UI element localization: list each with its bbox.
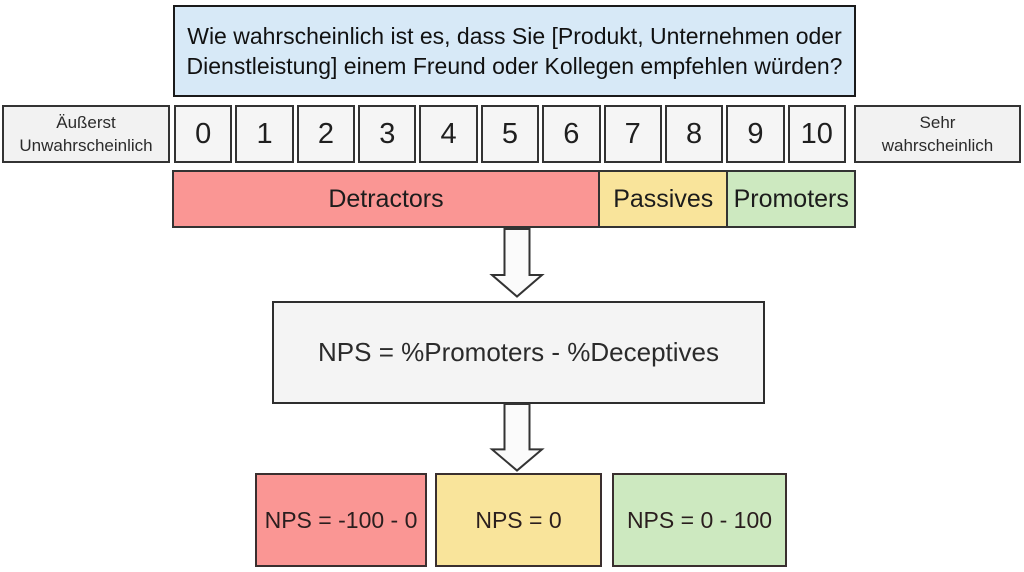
down-arrow-icon [489, 403, 545, 472]
scale-number-3: 3 [358, 105, 417, 163]
scale-number-2: 2 [296, 105, 356, 163]
scale-number-10: 10 [787, 105, 846, 163]
result-box-positive: NPS = 0 - 100 [612, 473, 787, 567]
scale-number-8: 8 [664, 105, 724, 163]
category-band-row: Detractors Passives Promoters [172, 170, 856, 228]
question-box: Wie wahrscheinlich ist es, dass Sie [Pro… [173, 5, 856, 97]
scale-number-4: 4 [419, 105, 478, 163]
nps-formula-box: NPS = %Promoters - %Deceptives [272, 301, 765, 404]
scale-number-7: 7 [603, 105, 662, 163]
scale-right-label-text: Sehr wahrscheinlich [881, 113, 994, 155]
detractors-band: Detractors [172, 170, 600, 228]
scale-number-5: 5 [480, 105, 540, 163]
scale-number-1: 1 [235, 105, 294, 163]
scale-number-6: 6 [542, 105, 601, 163]
scale-number-9: 9 [726, 105, 785, 163]
promoters-band: Promoters [728, 170, 856, 228]
result-box-negative: NPS = -100 - 0 [255, 473, 427, 567]
scale-left-label-text: Äußerst Unwahrscheinlich [19, 113, 153, 155]
result-box-zero: NPS = 0 [435, 473, 602, 567]
scale-right-label: Sehr wahrscheinlich [854, 105, 1021, 163]
scale-number-0: 0 [174, 105, 233, 163]
scale-left-label: Äußerst Unwahrscheinlich [2, 105, 170, 163]
number-scale: 0 1 2 3 4 5 6 7 8 9 10 [174, 105, 846, 163]
passives-band: Passives [599, 170, 729, 228]
down-arrow-icon [489, 228, 545, 298]
